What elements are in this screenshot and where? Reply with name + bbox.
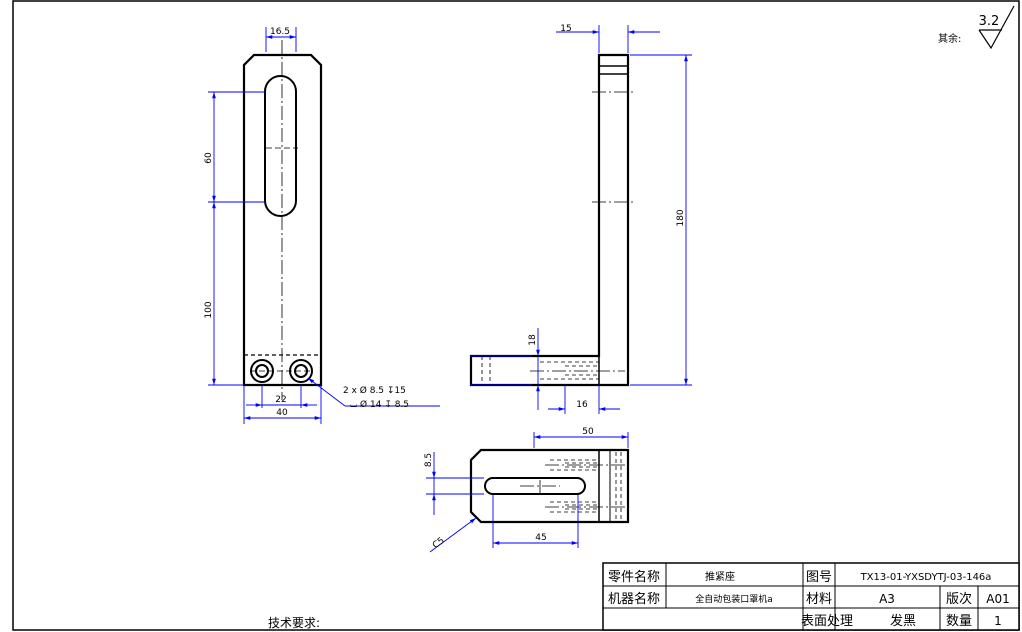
sheet-border — [12, 0, 1020, 631]
front-outline — [242, 53, 323, 387]
part-name-label: 零件名称 — [608, 569, 660, 585]
roughness-symbol: 其余: 3.2 — [938, 5, 1015, 50]
top-outline — [469, 448, 630, 524]
dim-side-thickness: 15 — [560, 24, 571, 34]
dim-front-hole-pitch: 22 — [275, 395, 286, 405]
version-value: A01 — [986, 592, 1009, 606]
dim-side-foot-length: 16 — [576, 400, 588, 410]
side-outline — [469, 53, 630, 387]
part-name-value: 推紧座 — [705, 570, 735, 583]
technical-notes-title: 技术要求: — [268, 616, 320, 630]
drawing-no-value: TX13-01-YXSDYTJ-03-146a — [860, 572, 992, 583]
version-label: 版次 — [946, 591, 972, 607]
dim-side-foot: 18 — [528, 334, 538, 346]
surface-label: 表面处理 — [801, 614, 853, 629]
material-value: A3 — [879, 592, 895, 606]
hole-callout-line2: ⌴ Ø 14 ↧ 8.5 — [350, 399, 409, 410]
dim-top-slot-length: 45 — [535, 533, 546, 543]
material-label: 材料 — [806, 592, 832, 607]
dim-chamfer: C5 — [431, 536, 447, 551]
side-view: 15 180 18 16 — [469, 24, 692, 414]
dim-front-slot-width: 16.5 — [270, 27, 290, 37]
dim-front-slot-length: 60 — [204, 152, 214, 164]
quantity-value: 1 — [994, 614, 1002, 628]
title-block: 零件名称 推紧座 图号 TX13-01-YXSDYTJ-03-146a 机器名称… — [602, 562, 1020, 631]
top-slot — [484, 477, 586, 495]
roughness-value: 3.2 — [979, 14, 1000, 29]
dim-top-slot-offset: 8.5 — [424, 453, 434, 467]
front-slot — [264, 75, 297, 217]
quantity-label: 数量 — [946, 614, 972, 629]
roughness-prefix: 其余: — [938, 32, 961, 45]
dim-front-width: 40 — [276, 408, 288, 418]
front-view: 16.5 60 100 22 40 2 x Ø 8.5 ↧15 ⌴ Ø 14 ↧… — [204, 27, 440, 424]
drawing-no-label: 图号 — [806, 570, 832, 585]
dim-top-length: 50 — [582, 427, 594, 437]
top-view: 50 8.5 45 C5 — [424, 427, 630, 553]
dim-front-lower-length: 100 — [204, 301, 214, 318]
surface-value: 发黑 — [890, 613, 916, 629]
hole-callout-line1: 2 x Ø 8.5 ↧15 — [343, 385, 406, 396]
dim-side-height: 180 — [676, 209, 686, 226]
machine-name-value: 全自动包装口罩机a — [695, 593, 773, 605]
machine-name-label: 机器名称 — [608, 591, 660, 607]
